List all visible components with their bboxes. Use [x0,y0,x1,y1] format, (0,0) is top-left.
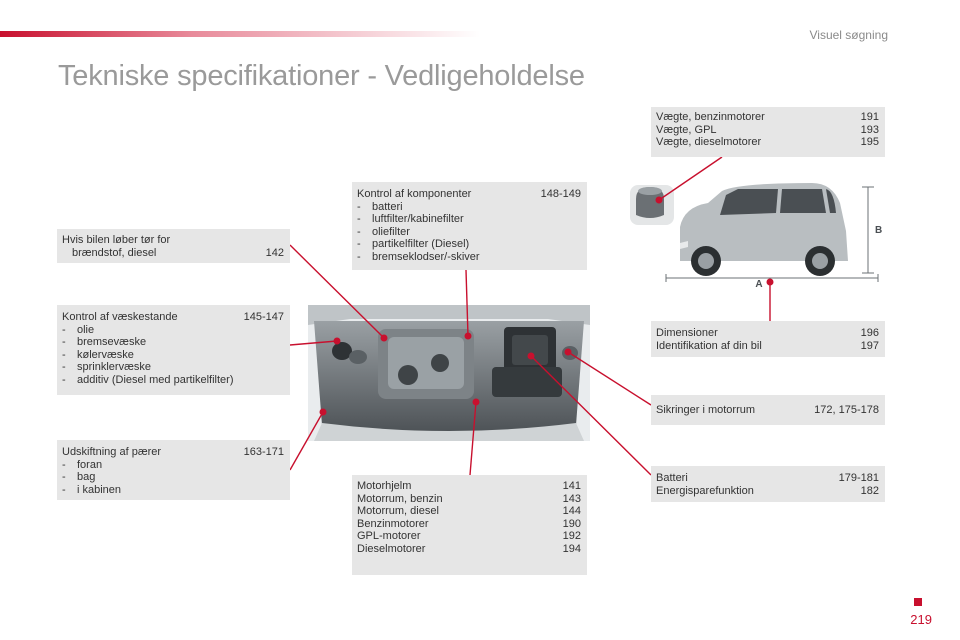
engine-compartment-image [308,305,590,441]
fuel-callout: Hvis bilen løber tør for brændstof, dies… [57,229,290,263]
list-item: -kølervæske [62,348,134,361]
list-item[interactable]: Sikringer i motorrum 172, 175-178 [656,404,879,416]
list-item: -partikelfilter (Diesel) [357,238,470,250]
bulbs-page[interactable]: 163-171 [243,446,284,458]
header-accent-bar [0,31,480,37]
list-item: -bremseklodser/-skiver [357,250,480,263]
list-item: -bag [62,471,96,483]
list-item: -sprinklervæske [62,361,151,373]
fuel-label-line1: Hvis bilen løber tør for [62,234,171,246]
dimension-b-label: B [875,225,882,236]
list-item: -batteri [357,200,403,213]
car-dimensions-image: A B [630,183,882,290]
list-item: -luftfilter/kabinefilter [357,213,464,225]
list-item: -additiv (Diesel med partikelfilter) [62,373,234,386]
components-callout: Kontrol af komponenter 148-149 -batteri … [352,182,587,270]
section-title: Visuel søgning [809,28,889,42]
fluid-levels-callout: Kontrol af væskestande 145-147 -olie -br… [57,305,290,395]
list-item: -foran [62,458,103,471]
car-illustration [680,183,848,276]
fuses-callout: Sikringer i motorrum 172, 175-178 [651,395,885,425]
page-title: Tekniske specifikationer - Vedligeholdel… [58,60,585,92]
page-number: 219 [910,612,932,627]
bulbs-label: Udskiftning af pærer [62,446,162,458]
fuel-label-line2: brændstof, diesel [72,246,157,259]
dimension-a-label: A [755,279,762,290]
list-item: -i kabinen [62,483,122,496]
fluids-page[interactable]: 145-147 [243,311,284,323]
fluids-label: Kontrol af væskestande [62,311,178,323]
fuel-page[interactable]: 142 [265,246,284,259]
dimension-lines [665,186,879,282]
components-label: Kontrol af komponenter [357,188,472,200]
components-page[interactable]: 148-149 [540,188,581,200]
list-item: -bremsevæske [62,336,147,348]
list-item: -olie [62,323,95,336]
bulbs-callout: Udskiftning af pærer 163-171 -foran -bag… [57,440,290,500]
page-marker [914,598,922,606]
list-item: -oliefilter [357,225,410,238]
